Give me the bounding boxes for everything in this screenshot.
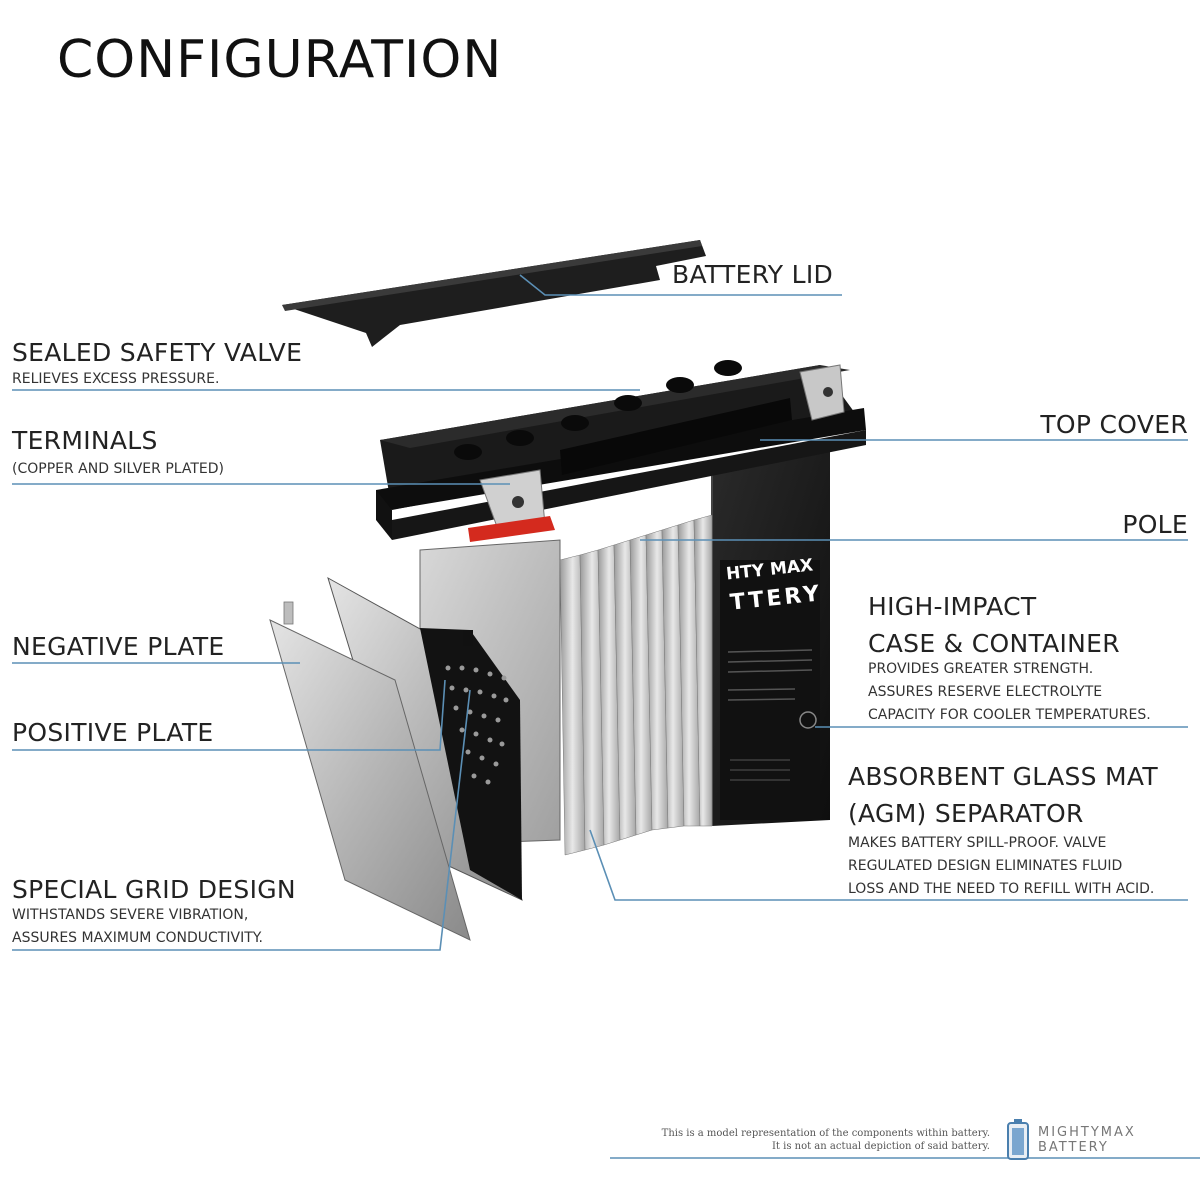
- special-grid-desc-1: WITHSTANDS SEVERE VIBRATION,: [12, 907, 249, 923]
- grid-pattern: [445, 665, 509, 785]
- footer-divider: [610, 1157, 1200, 1159]
- battery-lid-label: BATTERY LID: [672, 260, 834, 289]
- battery-logo-icon: [1007, 1119, 1029, 1160]
- disclaimer-line-2: It is not an actual depiction of said ba…: [771, 1141, 990, 1152]
- battery-lid-part: [282, 240, 706, 347]
- special-grid-label: SPECIAL GRID DESIGN: [12, 875, 296, 904]
- agm-label-1: ABSORBENT GLASS MAT: [848, 762, 1158, 791]
- pole-label: POLE: [1122, 510, 1188, 539]
- positive-plate-label: POSITIVE PLATE: [12, 718, 214, 747]
- agm-desc-3: LOSS AND THE NEED TO REFILL WITH ACID.: [848, 881, 1155, 897]
- high-impact-desc-3: CAPACITY FOR COOLER TEMPERATURES.: [868, 707, 1151, 723]
- terminals-label: TERMINALS: [12, 426, 158, 455]
- agm-label-2: (AGM) SEPARATOR: [848, 799, 1084, 828]
- high-impact-desc-1: PROVIDES GREATER STRENGTH.: [868, 661, 1094, 677]
- high-impact-desc-2: ASSURES RESERVE ELECTROLYTE: [868, 684, 1103, 700]
- high-impact-label-2: CASE & CONTAINER: [868, 629, 1120, 658]
- negative-plate-label: NEGATIVE PLATE: [12, 632, 225, 661]
- agm-desc-1: MAKES BATTERY SPILL-PROOF. VALVE: [848, 835, 1107, 851]
- top-cover-label: TOP COVER: [1040, 410, 1188, 439]
- terminals-desc: (COPPER AND SILVER PLATED): [12, 461, 225, 477]
- page-title: CONFIGURATION: [57, 30, 503, 90]
- top-cover-part: [376, 360, 866, 542]
- sealed-safety-valve-desc: RELIEVES EXCESS PRESSURE.: [12, 371, 220, 387]
- high-impact-label-1: HIGH-IMPACT: [868, 592, 1037, 621]
- negative-plate-part: [269, 601, 471, 941]
- special-grid-desc-2: ASSURES MAXIMUM CONDUCTIVITY.: [12, 930, 263, 946]
- leader-lines: [12, 274, 1188, 951]
- logo-text-1: MIGHTYMAX: [1038, 1125, 1136, 1140]
- logo-text-2: BATTERY: [1038, 1140, 1109, 1155]
- battery-label-panel: [720, 560, 820, 820]
- sealed-safety-valve-label: SEALED SAFETY VALVE: [12, 338, 303, 367]
- agm-desc-2: REGULATED DESIGN ELIMINATES FLUID: [848, 858, 1123, 874]
- disclaimer-line-1: This is a model representation of the co…: [661, 1128, 990, 1139]
